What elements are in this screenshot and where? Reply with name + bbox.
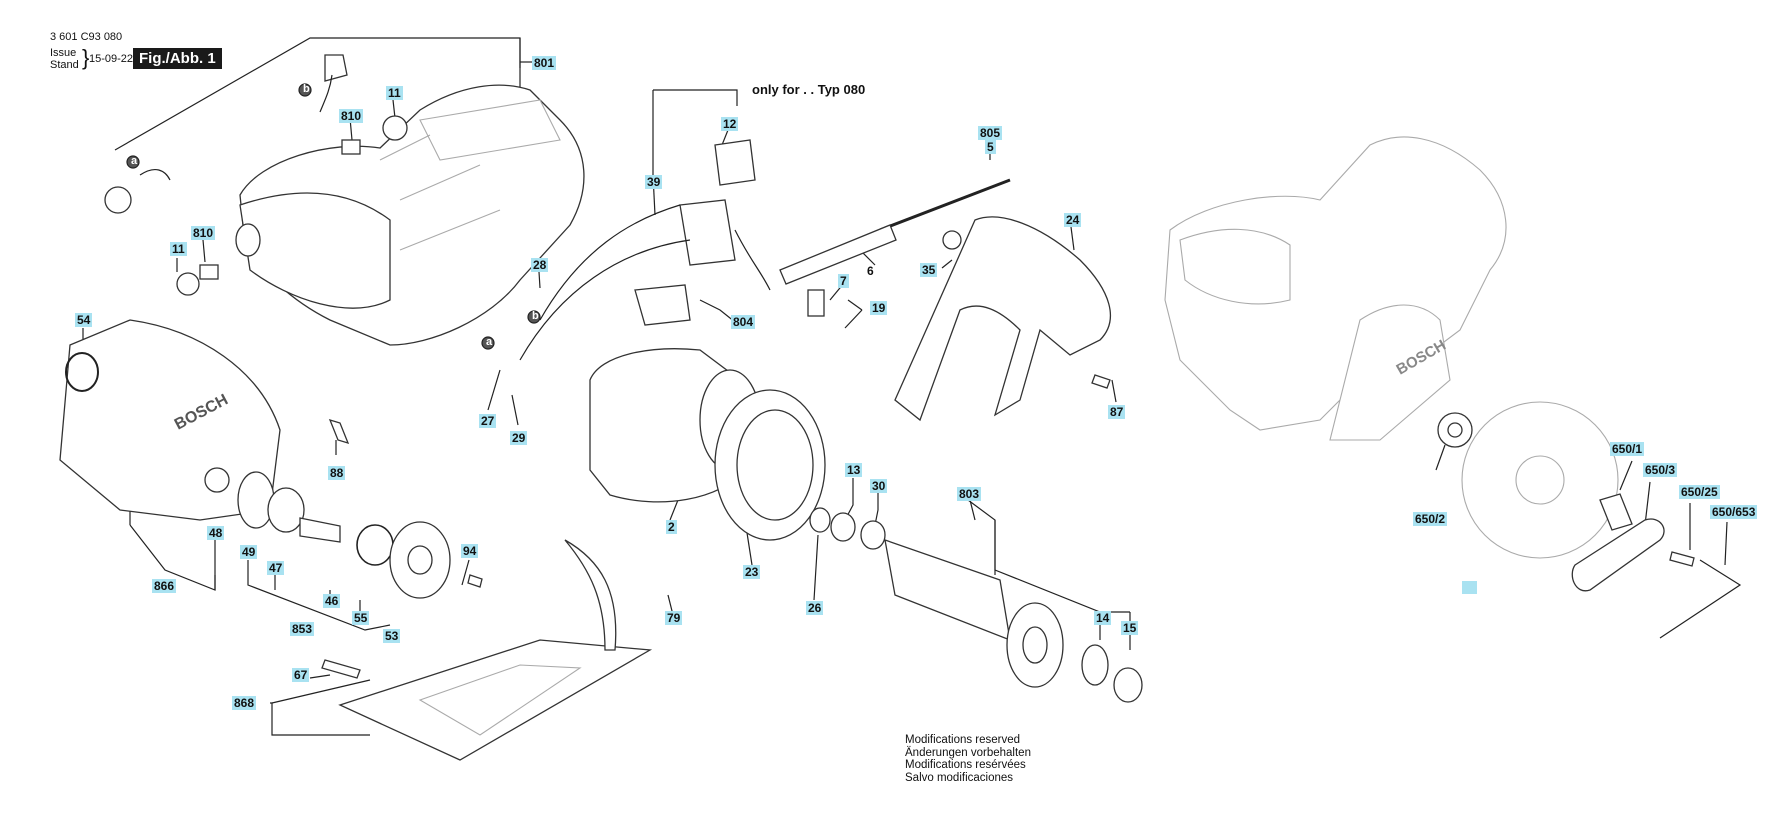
callout-650-1: 650/1 [1610,442,1645,456]
figure-label: Fig./Abb. 1 [133,48,222,69]
empty-callout-tag [1462,581,1477,594]
notice-line: Modifications resérvées [905,759,1026,772]
callout-55: 55 [352,611,370,625]
blade-guard: BOSCH [59,319,281,521]
callout-30: 30 [870,479,888,493]
callout-67: 67 [292,668,310,682]
stand-label: Stand [50,59,79,71]
callout-54: 54 [75,313,93,327]
callout-650-653: 650/653 [1710,505,1758,519]
callout-6: 6 [867,264,874,278]
callout-13: 13 [845,463,863,477]
base-plate [321,539,653,761]
callout-b-mid: b [532,310,539,322]
power-cord [779,178,1011,285]
handle-24 [894,216,1112,422]
issue-brace: } [82,45,90,70]
notice-line: Modifications reserved [905,734,1021,746]
callout-868: 868 [232,696,257,710]
switch-cable-group [481,139,825,361]
callout-5: 5 [985,140,996,154]
callout-46: 46 [323,594,341,608]
motor-field-2 [589,348,826,541]
callout-7: 7 [838,274,849,288]
callout-810-left: 810 [191,226,216,240]
callout-805: 805 [978,126,1003,140]
callout-14: 14 [1094,611,1112,625]
callout-a-mid: a [486,336,493,348]
callout-853: 853 [290,622,315,636]
blade-accessories-650 [1437,401,1742,639]
modifications-notice: Modifications reserved Änderungen vorbeh… [905,734,1031,784]
callout-87: 87 [1108,405,1126,419]
notice-line: Salvo modificaciones [905,771,1014,784]
callout-a-top: a [131,155,138,167]
callout-19: 19 [870,301,888,315]
callout-804: 804 [731,315,756,329]
callout-49: 49 [240,545,258,559]
callout-23: 23 [743,565,761,579]
callout-810-top: 810 [339,109,364,123]
callout-650-2: 650/2 [1413,512,1448,526]
callout-48: 48 [207,526,225,540]
callout-801: 801 [532,56,557,70]
callout-39: 39 [645,175,663,189]
armature-803 [809,507,1143,703]
callout-94: 94 [461,544,479,558]
gear-shaft-parts [204,418,483,599]
callout-803: 803 [957,487,982,501]
callout-650-3: 650/3 [1643,463,1678,477]
callout-47: 47 [267,561,285,575]
callout-29: 29 [510,431,528,445]
switch-parts-top [104,54,408,296]
callout-11-top: 11 [386,86,403,100]
callout-26: 26 [806,601,824,615]
callout-11-left: 11 [170,242,187,256]
callout-2: 2 [666,520,677,534]
notice-line: Änderungen vorbehalten [905,746,1031,759]
callout-866: 866 [152,579,177,593]
callout-79: 79 [665,611,683,625]
housing-801 [235,84,585,346]
callout-28: 28 [531,258,549,272]
callout-24: 24 [1064,213,1082,227]
callout-650-25: 650/25 [1679,485,1720,499]
callout-12: 12 [721,117,739,131]
assembled-tool: BOSCH [1164,136,1507,441]
callout-35: 35 [920,263,938,277]
callout-88: 88 [328,466,346,480]
callout-53: 53 [383,629,401,643]
callout-b-top: b [303,83,310,95]
issue-date: 15-09-22 [89,53,134,65]
callout-15: 15 [1121,621,1139,635]
issue-label: Issue [50,47,77,59]
callout-27: 27 [479,414,497,428]
doc-number: 3 601 C93 080 [50,31,123,43]
only-for-note: only for . . Typ 080 [752,82,866,97]
